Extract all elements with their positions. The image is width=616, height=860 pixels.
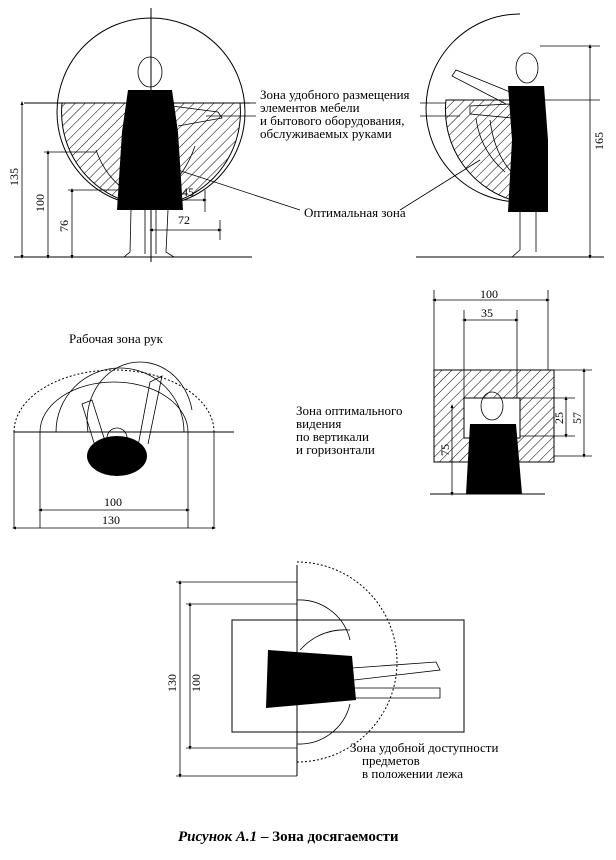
dim-top-100: 100 <box>104 495 122 509</box>
bed-outline <box>231 619 465 733</box>
vision-woman-figure <box>466 391 522 494</box>
front-woman-figure <box>117 56 223 258</box>
dim-vision-75: 75 <box>438 444 452 456</box>
figure-caption: Рисунок А.1 – Зона досягаемости <box>178 829 399 845</box>
svg-text:и горизонтали: и горизонтали <box>296 442 375 457</box>
side-reach-arc <box>425 13 521 203</box>
dim-vision-100: 100 <box>480 287 498 301</box>
dim-lying-100: 100 <box>189 674 203 692</box>
dim-side-165: 165 <box>592 132 606 150</box>
lying-view: 130 100 <box>165 561 465 778</box>
svg-text:элементов мебели: элементов мебели <box>260 100 360 115</box>
svg-text:обслуживаемых руками: обслуживаемых руками <box>260 126 392 141</box>
vision-zone-view: 100 35 25 57 75 <box>430 287 592 496</box>
dim-vision-35: 35 <box>481 306 493 320</box>
svg-text:Зона удобного размещения: Зона удобного размещения <box>260 87 410 102</box>
top-view-arms: 100 130 <box>12 361 234 530</box>
dim-top-130: 130 <box>102 513 120 527</box>
svg-text:Зона удобной доступности: Зона удобной доступности <box>350 740 498 755</box>
dim-front-45: 45 <box>182 185 194 199</box>
dim-vision-57: 57 <box>570 412 584 424</box>
dim-front-100: 100 <box>33 194 47 212</box>
dim-lying-130: 130 <box>165 674 179 692</box>
svg-text:в положении лежа: в положении лежа <box>362 766 463 781</box>
comfort-zone-label: Зона удобного размещения элементов мебел… <box>260 87 410 141</box>
lying-zone-label: Зона удобной доступности предметов в пол… <box>350 740 498 781</box>
dim-front-76: 76 <box>57 220 71 232</box>
dim-vision-25: 25 <box>552 412 566 424</box>
dim-front-72: 72 <box>178 213 190 227</box>
svg-text:Зона оптимального: Зона оптимального <box>296 403 403 418</box>
front-standing-view: 135 100 76 45 72 <box>7 8 301 262</box>
vision-zone-label: Зона оптимального видения по вертикали и… <box>296 403 403 457</box>
side-standing-view: 165 <box>416 13 606 259</box>
lying-woman-figure <box>266 629 441 708</box>
svg-text:видения: видения <box>296 416 341 431</box>
svg-text:по вертикали: по вертикали <box>296 429 369 444</box>
arms-work-zone-label: Рабочая зона рук <box>69 331 164 346</box>
optimal-zone-label: Оптимальная зона <box>304 205 406 220</box>
top-woman-figure <box>81 375 163 476</box>
side-woman-figure <box>451 52 548 258</box>
svg-text:и бытового оборудования,: и бытового оборудования, <box>260 113 405 128</box>
dim-front-135: 135 <box>7 168 21 186</box>
svg-text:предметов: предметов <box>362 753 420 768</box>
